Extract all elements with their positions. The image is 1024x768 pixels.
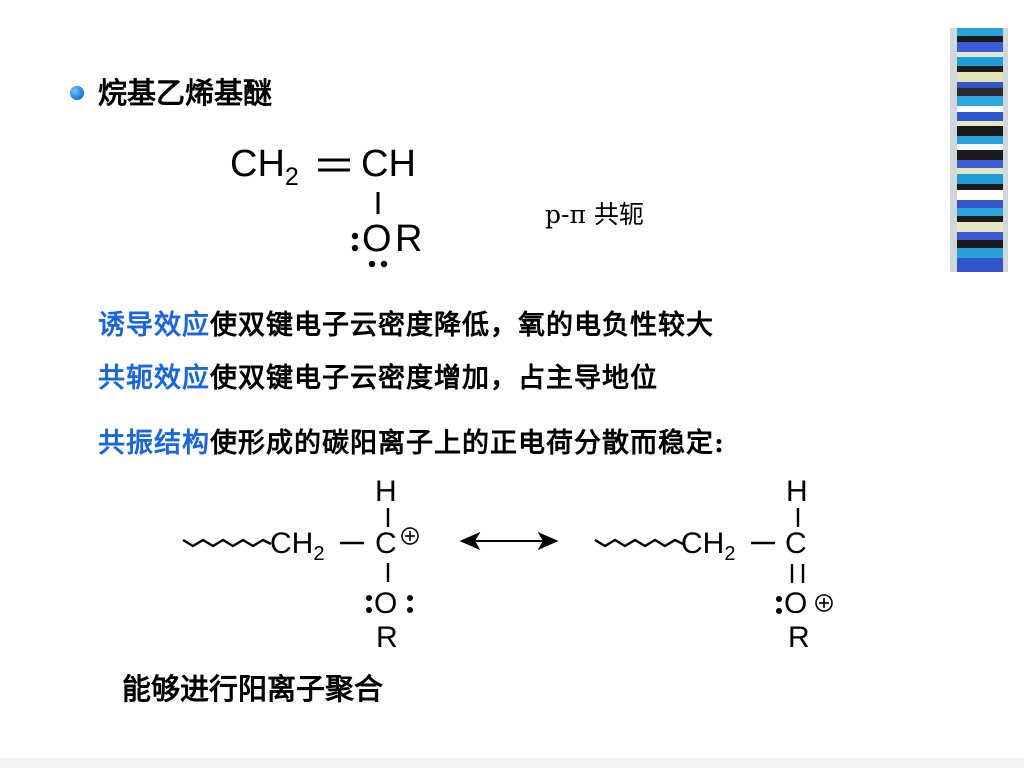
text-line-conjugation: 共轭效应使双键电子云密度增加，占主导地位 [98, 356, 658, 395]
structure3-h: H [786, 475, 808, 508]
ch2-subscript: 2 [313, 543, 325, 565]
structure2-bonds [182, 508, 390, 582]
structure2-r: R [376, 621, 398, 654]
ch2-subscript: 2 [284, 163, 299, 191]
structure2-ch2: CH2 [270, 527, 324, 565]
structure2-h: H [375, 475, 397, 508]
bullet-dot-icon [70, 86, 84, 100]
bottom-strip [0, 758, 1024, 768]
text-line-resonance: 共振结构使形成的碳阳离子上的正电荷分散而稳定: [98, 421, 725, 460]
highlight-term: 诱导效应 [98, 310, 210, 341]
structure3-ch2: CH2 [681, 527, 735, 565]
structure2-c: C [375, 527, 397, 560]
structure1-ch: CH [361, 143, 416, 185]
line-text: 使双键电子云密度降低，氧的电负性较大 [210, 310, 714, 341]
structure1-r: R [395, 218, 423, 260]
oxygen-lone-pairs-1 [351, 232, 388, 268]
structure3-o: O [784, 587, 808, 620]
structure3-c: C [785, 527, 807, 560]
oxygen-lone-pairs-3 [776, 596, 782, 614]
bullet-heading: 烷基乙烯基醚 [98, 76, 273, 110]
text-line-induction: 诱导效应使双键电子云密度降低，氧的电负性较大 [98, 303, 714, 342]
structure1-bonds [318, 158, 380, 214]
structure2-o: O [374, 587, 398, 620]
line-text: 使双键电子云密度增加，占主导地位 [210, 363, 658, 394]
plus-charge-c [401, 527, 419, 545]
p-pi-conjugation-label: p-π 共轭 [545, 200, 644, 229]
resonance-arrow [459, 531, 559, 551]
ch2-label: CH [270, 527, 314, 560]
highlight-term: 共振结构 [98, 428, 210, 459]
conclusion-text: 能够进行阳离子聚合 [122, 672, 384, 706]
structure3-r: R [788, 621, 810, 654]
highlight-term: 共轭效应 [98, 363, 210, 394]
chain-zigzag-1 [182, 538, 272, 548]
structure1-ch2: CH2 [230, 143, 299, 191]
plus-charge-o [815, 594, 833, 612]
ch2-label: CH [230, 143, 285, 185]
oxygen-lone-pairs-2 [366, 595, 413, 613]
banner-stripes [957, 28, 1003, 272]
ch2-subscript: 2 [724, 543, 736, 565]
structure1-o: O [362, 218, 392, 260]
ch2-label: CH [681, 527, 725, 560]
structure3-bonds [594, 508, 805, 583]
chain-zigzag-2 [594, 538, 684, 548]
line-text: 使形成的碳阳离子上的正电荷分散而稳定: [210, 428, 725, 459]
